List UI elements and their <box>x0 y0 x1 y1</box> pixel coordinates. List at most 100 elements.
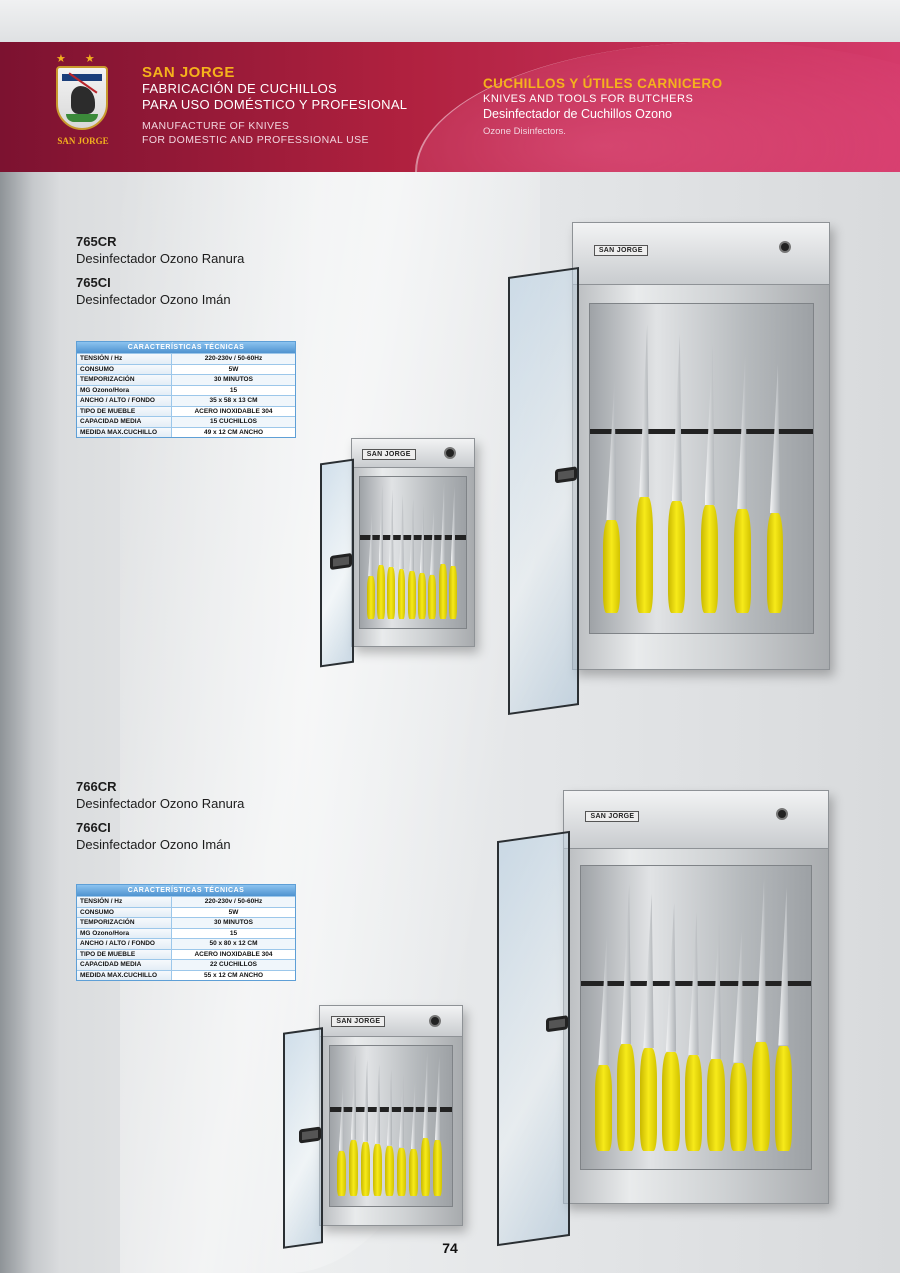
spec-value: 30 MINUTOS <box>172 375 295 385</box>
category-title-en: KNIVES AND TOOLS FOR BUTCHERS <box>483 93 694 105</box>
product-name: Desinfectador Ozono Ranura <box>76 796 245 811</box>
knife-icon <box>449 486 457 620</box>
knife-icon <box>421 1051 431 1197</box>
knife-icon <box>397 1074 407 1197</box>
cabinet-top-panel: SAN JORGE <box>564 791 828 849</box>
cabinet-top-panel: SAN JORGE <box>352 439 474 468</box>
knife-icon <box>407 498 416 620</box>
knight-icon <box>71 86 95 114</box>
page-number: 74 <box>442 1240 458 1256</box>
knife-icon <box>774 887 793 1151</box>
logo-shield-icon <box>56 66 108 130</box>
section-title-en: Ozone Disinfectors. <box>483 126 566 137</box>
spec-key: CONSUMO <box>77 364 172 374</box>
knife-icon <box>639 893 658 1151</box>
spec-key: TENSIÓN / Hz <box>77 354 172 364</box>
spec-key: TIPO DE MUEBLE <box>77 949 172 959</box>
spec-value: 15 <box>229 386 238 394</box>
spec-value: 22 CUCHILLOS <box>172 960 295 970</box>
knife-icon <box>684 911 703 1151</box>
left-metal-stripe <box>0 172 60 1273</box>
spec-value: 5W <box>228 908 239 916</box>
cabinet-photo-765-small: SAN JORGE <box>320 438 475 670</box>
product-code: 765CR <box>76 234 117 249</box>
spec-key: ANCHO / ALTO / FONDO <box>77 396 172 406</box>
company-tagline-en-2: FOR DOMESTIC AND PROFESSIONAL USE <box>142 134 369 146</box>
spec-value: 55 x 12 CM ANCHO <box>204 971 263 979</box>
knife-icon <box>438 481 447 620</box>
knife-icon <box>409 1078 419 1197</box>
cabinet-brand-label: SAN JORGE <box>331 1016 386 1028</box>
door-handle-icon <box>298 1126 321 1144</box>
spec-row: CONSUMO 5W <box>77 363 295 374</box>
cabinet-body: SAN JORGE <box>572 222 830 671</box>
knife-icon <box>752 878 770 1151</box>
spec-key: MEDIDA MAX.CUCHILLO <box>77 427 172 437</box>
knife-icon <box>376 484 385 620</box>
knife-icon <box>595 936 613 1151</box>
spec-row: CONSUMO 5W <box>77 906 295 917</box>
cabinet-brand-label: SAN JORGE <box>593 244 648 256</box>
knife-icon <box>433 1056 443 1197</box>
spec-key: TEMPORIZACIÓN <box>77 918 172 928</box>
knife-icon <box>668 334 686 613</box>
door-handle-icon <box>554 466 577 484</box>
spec-value: 5W <box>228 365 239 373</box>
company-tagline-es-1: FABRICACIÓN DE CUCHILLOS <box>142 81 338 96</box>
grass-icon <box>66 114 98 122</box>
cabinet-body: SAN JORGE <box>319 1005 463 1226</box>
spec-value: 49 x 12 CM ANCHO <box>204 428 263 436</box>
product-766: 766CR Desinfectador Ozono Ranura 766CI D… <box>76 779 244 861</box>
spec-key: CAPACIDAD MEDIA <box>77 417 172 427</box>
knife-icon <box>701 344 718 613</box>
spec-value: 30 MINUTOS <box>172 918 295 928</box>
spec-value: 50 x 80 x 12 CM <box>172 939 295 949</box>
cabinet-interior <box>328 1045 454 1208</box>
cabinet-photo-766-small: SAN JORGE <box>283 1005 463 1250</box>
glass-door <box>320 458 355 668</box>
cabinet-photo-765-large: SAN JORGE <box>508 222 830 720</box>
spec-table-title: CARACTERÍSTICAS TÉCNICAS <box>77 342 295 353</box>
knife-icon <box>366 511 375 620</box>
knife-icon <box>348 1054 359 1197</box>
knife-icon <box>418 503 427 620</box>
san-jorge-logo: ★ ★ ★ SAN JORGE <box>52 52 114 152</box>
knife-icon <box>336 1082 347 1197</box>
spec-value: 35 x 58 x 13 CM <box>172 396 295 406</box>
company-tagline-en-1: MANUFACTURE OF KNIVES <box>142 120 290 132</box>
cabinet-top-panel: SAN JORGE <box>573 223 829 286</box>
knife-icon <box>635 324 653 613</box>
knife-icon <box>360 1059 371 1197</box>
top-margin <box>0 0 900 42</box>
spec-value: 220-230v / 50-60Hz <box>172 897 295 907</box>
knife-icon <box>662 902 680 1151</box>
spec-key: ANCHO / ALTO / FONDO <box>77 939 172 949</box>
category-title-es: CUCHILLOS Y ÚTILES CARNICERO <box>483 76 723 91</box>
company-name: SAN JORGE <box>142 64 235 81</box>
spec-value: 15 CUCHILLOS <box>172 417 295 427</box>
spec-key: CONSUMO <box>77 907 172 917</box>
knife-icon <box>766 364 784 613</box>
cabinet-body: SAN JORGE <box>563 790 829 1204</box>
company-info: SAN JORGE FABRICACIÓN DE CUCHILLOS PARA … <box>142 64 422 147</box>
spec-key: MG Ozono/Hora <box>77 385 172 395</box>
timer-knob-icon <box>443 447 456 460</box>
logo-brand-text: SAN JORGE <box>57 136 109 146</box>
cabinet-brand-label: SAN JORGE <box>585 810 640 822</box>
spec-table-title: CARACTERÍSTICAS TÉCNICAS <box>77 885 295 896</box>
shield-band <box>62 74 102 81</box>
knife-rail <box>589 429 813 435</box>
knife-icon <box>729 930 748 1151</box>
product-code: 766CI <box>76 820 111 835</box>
knife-icon <box>707 921 725 1151</box>
